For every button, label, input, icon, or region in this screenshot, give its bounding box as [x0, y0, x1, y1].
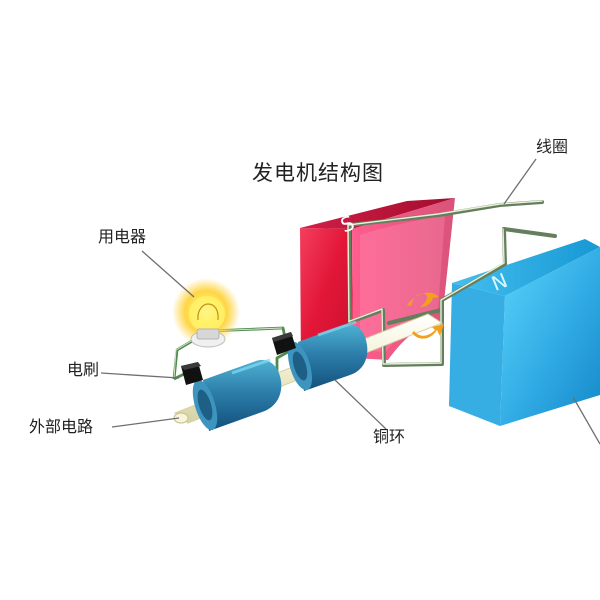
- rotation-arrow-icon: [407, 292, 444, 339]
- load-leader: [141, 250, 195, 298]
- coil-label: 线圈: [536, 137, 569, 156]
- north-magnet-front: [500, 247, 600, 426]
- north-magnet-top: [452, 239, 600, 296]
- light-bulb-icon: [172, 278, 240, 348]
- coil-highlight: [347, 200, 543, 365]
- external-circuit-label: 外部电路: [29, 417, 94, 436]
- diagram-title: 发电机结构图: [252, 161, 384, 185]
- copper-ring-left: [192, 358, 282, 431]
- brush-left: [181, 362, 203, 385]
- coil-wire: [347, 200, 557, 367]
- right-edge-leader: [572, 396, 600, 445]
- copper-ring-leader: [334, 379, 387, 430]
- brush-label: 电刷: [67, 360, 100, 379]
- north-magnet-left-face: [449, 283, 505, 426]
- south-magnet-top: [300, 198, 455, 229]
- load-label: 用电器: [98, 227, 147, 246]
- brush-leader: [100, 372, 180, 379]
- copper-ring-label: 铜环: [373, 427, 406, 446]
- brush-right: [272, 332, 296, 355]
- coil-leader: [503, 158, 537, 205]
- copper-ring-right: [287, 320, 368, 391]
- external-circuit-leader: [111, 417, 180, 428]
